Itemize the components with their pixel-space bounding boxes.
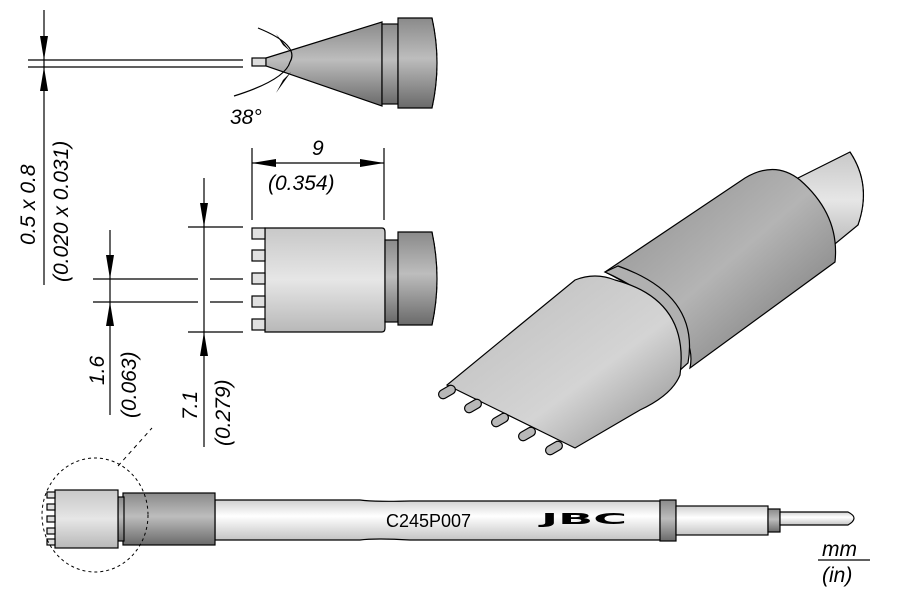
length-in: (0.354) — [268, 172, 335, 195]
pitch-in: (0.063) — [118, 351, 141, 418]
pitch-dimension: 1.6 (0.063) — [86, 230, 243, 418]
comb-teeth — [251, 227, 266, 331]
model-label: C245P007 — [386, 511, 471, 531]
tip-cone — [265, 21, 383, 107]
tip-groove — [381, 23, 399, 105]
angle-dimension: 38° — [230, 27, 293, 129]
tip-size-mm: 0.5 x 0.8 — [17, 164, 40, 245]
tip-top-view — [251, 227, 438, 333]
tip-size-dimension: 0.5 x 0.8 (0.020 x 0.031) — [17, 10, 243, 285]
pin — [779, 511, 855, 526]
tip-collar — [397, 17, 438, 109]
unit-in: (in) — [822, 564, 852, 587]
tip-full-view: C245P007 JBC — [41, 427, 855, 573]
pitch-mm: 1.6 — [86, 355, 109, 385]
brand-logo: JBC — [538, 510, 627, 528]
length-mm: 9 — [312, 137, 324, 160]
tip-size-in: (0.020 x 0.031) — [50, 141, 73, 282]
length-dimension: 9 (0.354) — [251, 137, 385, 220]
width-in: (0.279) — [212, 379, 235, 446]
tip-point — [251, 57, 267, 67]
chisel-wedge — [445, 275, 682, 449]
tip-3d-view — [438, 151, 864, 456]
3d-teeth — [438, 384, 563, 456]
unit-mm: mm — [822, 538, 857, 561]
detail-circle — [41, 457, 149, 573]
angle-label: 38° — [230, 106, 262, 129]
tip-side-view — [251, 17, 438, 109]
width-mm: 7.1 — [179, 391, 202, 420]
width-dimension: 7.1 (0.279) — [179, 178, 243, 447]
detail-leader — [117, 427, 153, 467]
units-legend: mm (in) — [818, 538, 870, 587]
